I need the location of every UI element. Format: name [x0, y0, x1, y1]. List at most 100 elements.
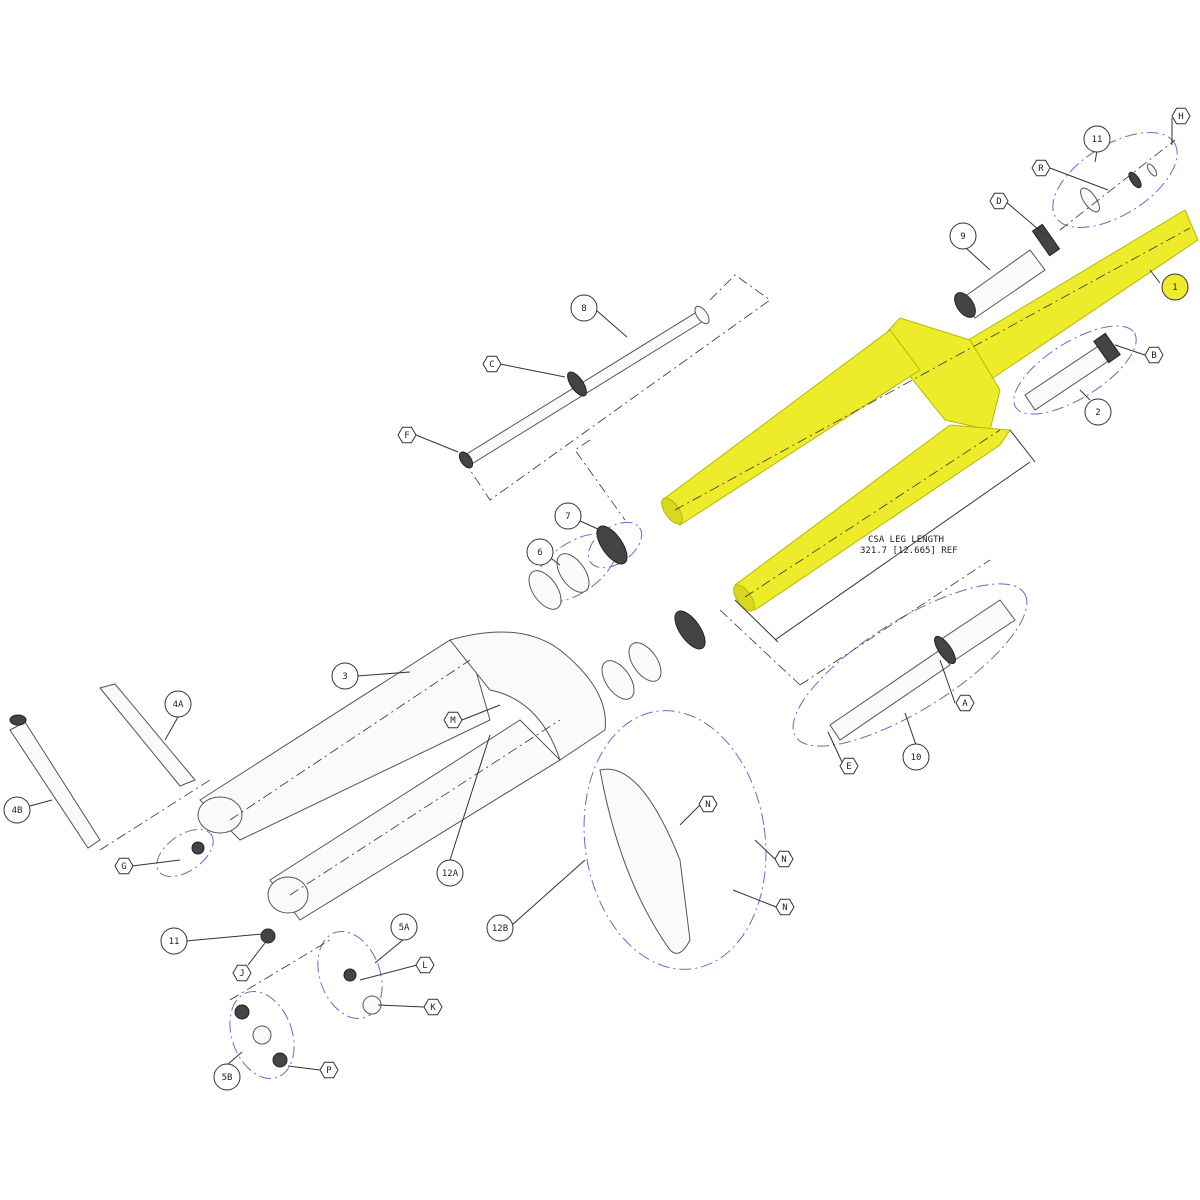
callout-b[interactable]: B — [1144, 346, 1164, 364]
callout-number: 3 — [342, 672, 347, 682]
callout-letter: G — [121, 862, 126, 872]
dimension-label-line1: CSA LEG LENGTH — [868, 535, 944, 545]
lower-leg-casting — [197, 631, 606, 921]
callout-5a[interactable]: 5A — [390, 913, 418, 941]
callout-c[interactable]: C — [482, 355, 502, 373]
callout-12b[interactable]: 12B — [486, 914, 514, 942]
callout-letter: N — [782, 903, 787, 913]
small-hardware-parts — [191, 841, 382, 1068]
callout-number: 12A — [442, 869, 459, 879]
callout-number: 4B — [12, 806, 23, 816]
callout-letter: R — [1038, 164, 1044, 174]
callout-n2[interactable]: N — [774, 850, 794, 868]
hex-balloon — [397, 426, 417, 444]
callout-1[interactable]: 1 — [1161, 273, 1189, 301]
callout-letter: B — [1151, 351, 1156, 361]
callout-g[interactable]: G — [114, 857, 134, 875]
callout-letter: A — [962, 699, 968, 709]
callout-letter: D — [996, 197, 1001, 207]
callout-e[interactable]: E — [839, 757, 859, 775]
hex-balloon — [423, 998, 443, 1016]
callout-11-top[interactable]: 11 — [1083, 125, 1111, 153]
group-5b — [229, 990, 295, 1080]
callout-l[interactable]: L — [415, 956, 435, 974]
callout-n3[interactable]: N — [775, 898, 795, 916]
callout-number: 11 — [169, 937, 180, 947]
hex-balloon — [114, 857, 134, 875]
callout-letters: A B C D E F G H J K L M N N N P R — [114, 107, 1191, 1079]
callout-d[interactable]: D — [989, 192, 1009, 210]
callout-number: 10 — [911, 753, 922, 763]
hex-balloon — [698, 795, 718, 813]
callout-number: 11 — [1092, 135, 1103, 145]
callout-number: 7 — [565, 512, 570, 522]
callout-4b[interactable]: 4B — [3, 796, 31, 824]
callout-a[interactable]: A — [955, 694, 975, 712]
callout-letter: J — [239, 969, 244, 979]
hex-balloon — [774, 850, 794, 868]
hex-balloon — [989, 192, 1009, 210]
callout-10[interactable]: 10 — [902, 743, 930, 771]
callout-letter: P — [326, 1066, 332, 1076]
hex-balloon — [319, 1061, 339, 1079]
callout-p[interactable]: P — [319, 1061, 339, 1079]
callout-number: 2 — [1095, 408, 1100, 418]
callout-f[interactable]: F — [397, 426, 417, 444]
crown-steerer-assembly — [661, 209, 1199, 612]
damper-assembly-10 — [719, 559, 1028, 747]
callout-5b[interactable]: 5B — [213, 1063, 241, 1091]
callout-n1[interactable]: N — [698, 795, 718, 813]
group-11-bottom — [156, 828, 214, 878]
hex-balloon — [775, 898, 795, 916]
callout-m[interactable]: M — [443, 711, 463, 729]
callout-number: 12B — [492, 924, 508, 934]
callout-letter: E — [846, 762, 851, 772]
fender-12b — [583, 710, 767, 970]
hex-balloon — [839, 757, 859, 775]
callout-8[interactable]: 8 — [570, 294, 598, 322]
callout-k[interactable]: K — [423, 998, 443, 1016]
callout-number: 5B — [222, 1073, 233, 1083]
callout-j[interactable]: J — [232, 964, 252, 982]
hex-balloon — [1171, 107, 1191, 125]
callout-letter: N — [781, 855, 786, 865]
group-5a — [317, 930, 383, 1020]
callout-letter: H — [1178, 112, 1183, 122]
hex-balloon — [955, 694, 975, 712]
spring-shaft-8 — [458, 274, 771, 521]
callout-number: 1 — [1172, 283, 1177, 293]
callout-r[interactable]: R — [1031, 159, 1051, 177]
callout-11-bottom[interactable]: 11 — [160, 927, 188, 955]
callout-numbers: 1 2 3 4A 4B 5A 5B 6 7 8 9 10 11 11 12A 1… — [3, 125, 1189, 1091]
leg-length-dimension — [734, 429, 1036, 643]
hex-balloon — [415, 956, 435, 974]
hex-balloon — [1031, 159, 1051, 177]
callout-3[interactable]: 3 — [331, 662, 359, 690]
callout-2[interactable]: 2 — [1084, 398, 1112, 426]
callout-4a[interactable]: 4A — [164, 690, 192, 718]
callout-number: 4A — [173, 700, 184, 710]
callout-letter: K — [430, 1003, 436, 1013]
callout-number: 5A — [399, 923, 410, 933]
callout-9[interactable]: 9 — [949, 222, 977, 250]
callout-letter: M — [450, 716, 456, 726]
callout-6[interactable]: 6 — [526, 538, 554, 566]
hex-balloon — [1144, 346, 1164, 364]
callout-letter: N — [705, 800, 710, 810]
hex-balloon — [482, 355, 502, 373]
callout-letter: C — [489, 360, 494, 370]
callout-h[interactable]: H — [1171, 107, 1191, 125]
callout-number: 9 — [960, 232, 965, 242]
hex-balloon — [232, 964, 252, 982]
callout-letter: F — [404, 431, 409, 441]
callout-7[interactable]: 7 — [554, 502, 582, 530]
leader-lines — [29, 118, 1173, 1071]
dimension-label-line2: 321.7 [12.665] REF — [860, 546, 958, 556]
callout-letter: L — [422, 961, 427, 971]
air-spring-assembly — [1013, 325, 1137, 415]
callout-12a[interactable]: 12A — [436, 859, 464, 887]
axle-parts — [9, 683, 211, 851]
bushings-and-seals — [528, 521, 706, 700]
